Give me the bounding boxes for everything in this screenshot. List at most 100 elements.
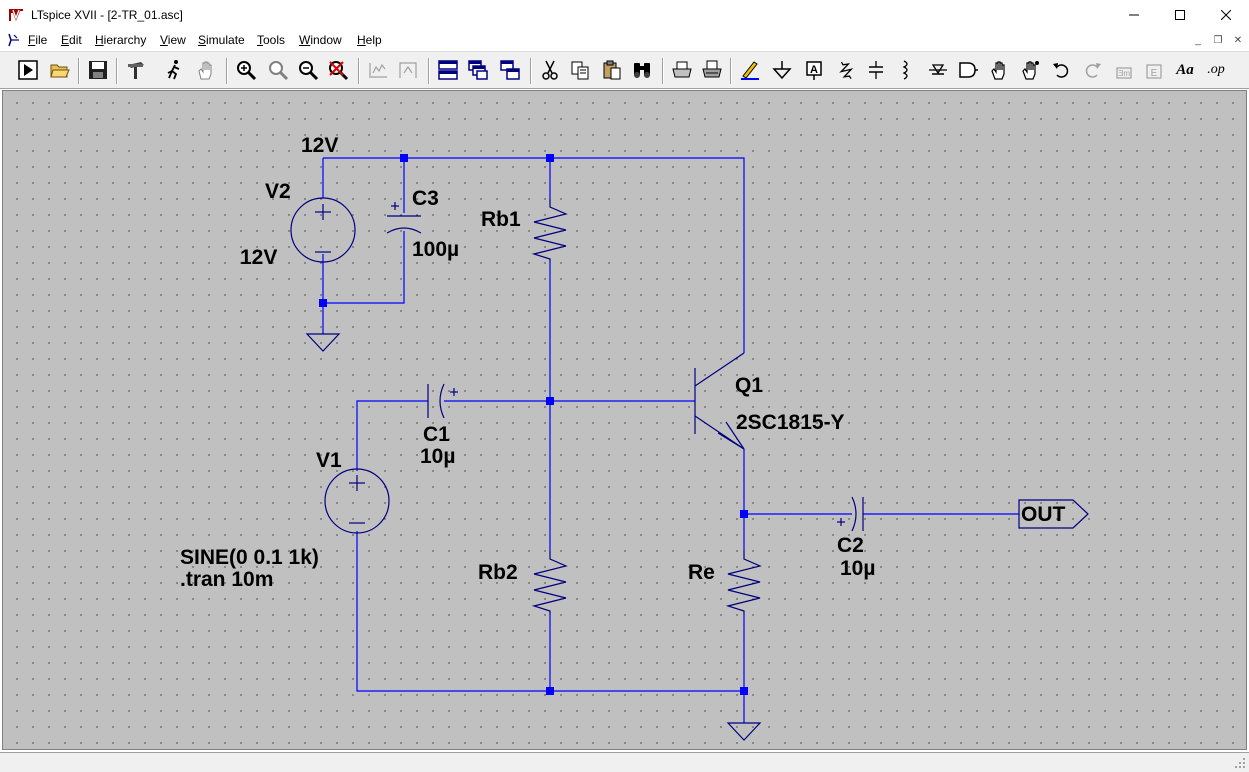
v1-source-symbol — [324, 468, 390, 534]
c1-value-label[interactable]: 10µ — [420, 445, 456, 468]
mark-units-icon — [399, 62, 417, 78]
tile-vertically-button[interactable] — [498, 58, 522, 82]
menu-simulate[interactable]: Simulate — [198, 33, 245, 47]
c2-plate-left — [851, 496, 857, 532]
rb2-name-label[interactable]: Rb2 — [478, 561, 518, 584]
menu-view-mnemonic: V — [160, 33, 168, 47]
drag-button[interactable] — [1018, 58, 1042, 82]
save-button[interactable] — [86, 58, 110, 82]
move-button[interactable] — [988, 58, 1012, 82]
maximize-icon — [1175, 10, 1185, 20]
minimize-button[interactable] — [1111, 0, 1157, 30]
zoom-cancel-button[interactable] — [326, 58, 350, 82]
autorange-icon — [369, 63, 387, 78]
print-setup-icon — [702, 60, 722, 78]
v2-voltage-label[interactable]: 12V — [301, 134, 339, 157]
v2-value-label[interactable]: 12V — [240, 246, 278, 269]
v2-name-label[interactable]: V2 — [265, 180, 291, 203]
place-capacitor-button[interactable] — [864, 58, 888, 82]
redo-button[interactable] — [1080, 58, 1104, 82]
maximize-button[interactable] — [1157, 0, 1203, 30]
c3-name-label[interactable]: C3 — [412, 187, 439, 210]
mdi-close-icon: ✕ — [1233, 34, 1243, 46]
paste-button[interactable] — [600, 58, 624, 82]
cascade-button[interactable] — [466, 58, 490, 82]
q1-name-label[interactable]: Q1 — [735, 374, 764, 397]
zoom-out-button[interactable] — [296, 58, 320, 82]
menu-tools[interactable]: Tools — [257, 33, 285, 47]
mirror-button[interactable]: E — [1142, 58, 1166, 82]
place-text-button[interactable]: Aa — [1173, 58, 1197, 82]
zoom-cancel-icon — [329, 61, 349, 81]
menu-help[interactable]: Help — [357, 33, 382, 47]
v1-name-label[interactable]: V1 — [316, 449, 342, 472]
toolbar: A Ǝm E Aa .op — [0, 51, 1249, 89]
zoom-in-button[interactable] — [234, 58, 258, 82]
control-panel-icon — [128, 62, 144, 79]
schematic-doc-icon[interactable] — [6, 33, 20, 47]
v1-value-label[interactable]: SINE(0 0.1 1k) — [180, 546, 319, 569]
rb1-name-label[interactable]: Rb1 — [481, 208, 521, 231]
autorange-button[interactable] — [366, 58, 390, 82]
junction-dot — [546, 687, 554, 695]
place-inductor-button[interactable] — [894, 58, 918, 82]
menu-file[interactable]: File — [28, 33, 47, 47]
run-button[interactable] — [16, 58, 40, 82]
zoom-fit-button[interactable] — [266, 58, 290, 82]
close-button[interactable] — [1203, 0, 1249, 30]
pan-button[interactable] — [194, 58, 218, 82]
schematic-canvas[interactable]: 12V V2 C3 100µ 12V Rb1 Q1 2SC1815-Y C1 1… — [2, 90, 1247, 750]
out-net-label[interactable]: OUT — [1021, 503, 1066, 526]
tile-horizontally-button[interactable] — [436, 58, 460, 82]
menu-edit[interactable]: Edit — [61, 33, 82, 47]
print-button[interactable] — [670, 58, 694, 82]
c1-name-label[interactable]: C1 — [423, 423, 450, 446]
control-panel-button[interactable] — [124, 58, 148, 82]
spice-directive-text[interactable]: .tran 10m — [180, 568, 274, 591]
copy-button[interactable] — [568, 58, 592, 82]
spice-directive-button[interactable]: .op — [1204, 58, 1228, 82]
menu-file-mnemonic: F — [28, 33, 36, 47]
svg-text:E: E — [1151, 68, 1158, 79]
print-setup-button[interactable] — [700, 58, 724, 82]
label-net-button[interactable]: A — [802, 58, 826, 82]
mdi-minimize-icon: _ — [1195, 34, 1201, 46]
place-component-button[interactable] — [956, 58, 980, 82]
pick-visible-traces-icon — [167, 60, 180, 80]
re-name-label[interactable]: Re — [688, 561, 715, 584]
cut-button[interactable] — [538, 58, 562, 82]
draw-wire-button[interactable] — [738, 58, 762, 82]
junction-dot — [400, 154, 408, 162]
mdi-minimize-button[interactable]: _ — [1190, 33, 1206, 47]
mark-units-button[interactable] — [396, 58, 420, 82]
resistor-icon — [839, 61, 854, 79]
ground-symbol-v2 — [305, 333, 341, 352]
c2-name-label[interactable]: C2 — [837, 534, 864, 557]
zoom-out-icon — [299, 61, 319, 81]
menu-hierarchy-mnemonic: H — [95, 33, 104, 47]
svg-text:Ǝm: Ǝm — [1118, 69, 1130, 78]
move-icon — [991, 61, 1005, 80]
place-diode-button[interactable] — [926, 58, 950, 82]
place-resistor-button[interactable] — [834, 58, 858, 82]
undo-button[interactable] — [1050, 58, 1074, 82]
resize-grip-icon[interactable] — [1233, 756, 1247, 770]
mdi-restore-button[interactable]: ❐ — [1210, 33, 1226, 47]
place-ground-button[interactable] — [770, 58, 794, 82]
rotate-button[interactable]: Ǝm — [1112, 58, 1136, 82]
q1-model-label[interactable]: 2SC1815-Y — [736, 411, 845, 434]
open-button[interactable] — [48, 58, 72, 82]
tile-vertically-icon — [500, 60, 520, 80]
find-button[interactable] — [630, 58, 654, 82]
menu-window[interactable]: Window — [299, 33, 342, 47]
c2-value-label[interactable]: 10µ — [840, 557, 876, 580]
menu-view[interactable]: View — [160, 33, 186, 47]
component-icon — [959, 62, 978, 78]
c3-value-label[interactable]: 100µ — [412, 238, 460, 261]
mirror-icon: E — [1146, 64, 1162, 79]
mdi-close-button[interactable]: ✕ — [1230, 33, 1246, 47]
pick-traces-button[interactable] — [162, 58, 186, 82]
save-icon — [89, 61, 107, 79]
menu-hierarchy[interactable]: Hierarchy — [95, 33, 146, 47]
